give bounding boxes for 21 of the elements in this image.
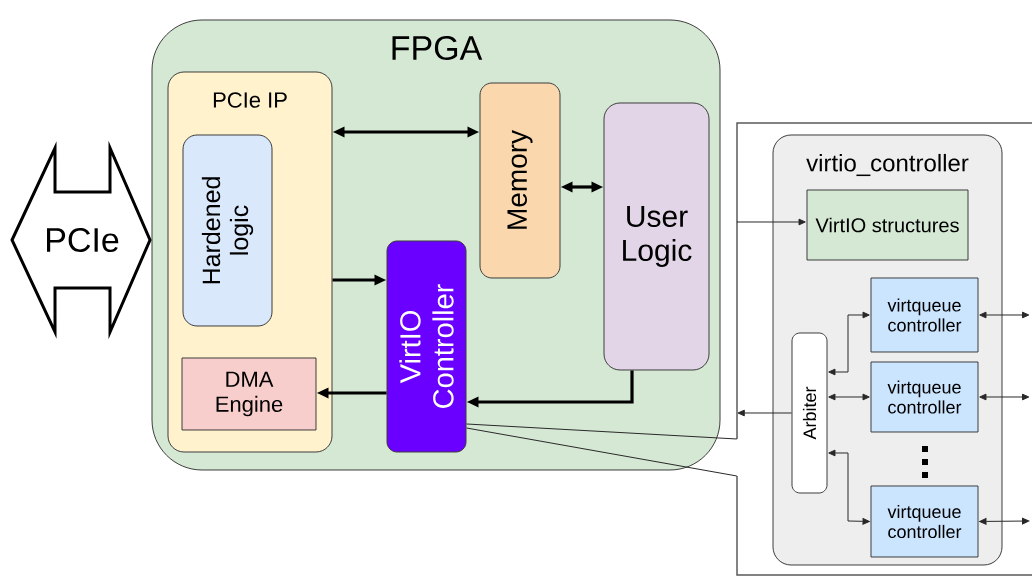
arrow	[979, 311, 1030, 319]
memory-box: Memory	[479, 82, 561, 279]
controller-box: VirtIO Controller	[386, 240, 467, 453]
arrow	[737, 409, 792, 417]
engine-box: DMA Engine	[181, 357, 317, 431]
arrow	[979, 517, 1030, 525]
logic-box: Hardened logic	[182, 134, 273, 327]
zoom-line	[466, 427, 738, 477]
zoom-line	[466, 423, 738, 440]
zoom-panel	[736, 122, 1032, 576]
queue-controller-box: virtqueue controller	[870, 485, 979, 558]
user-logic-box: User Logic	[603, 102, 710, 371]
arrow	[828, 449, 870, 525]
arrow	[828, 393, 870, 401]
arbiter-box: Arbiter	[791, 332, 828, 494]
queue-controller-box: virtqueue controller	[870, 277, 979, 353]
arrow	[828, 311, 870, 376]
arrow	[979, 393, 1030, 401]
arrow	[736, 218, 806, 226]
queue-controller-box: virtqueue controller	[870, 361, 979, 433]
structures-box: VirtIO structures	[806, 189, 969, 261]
